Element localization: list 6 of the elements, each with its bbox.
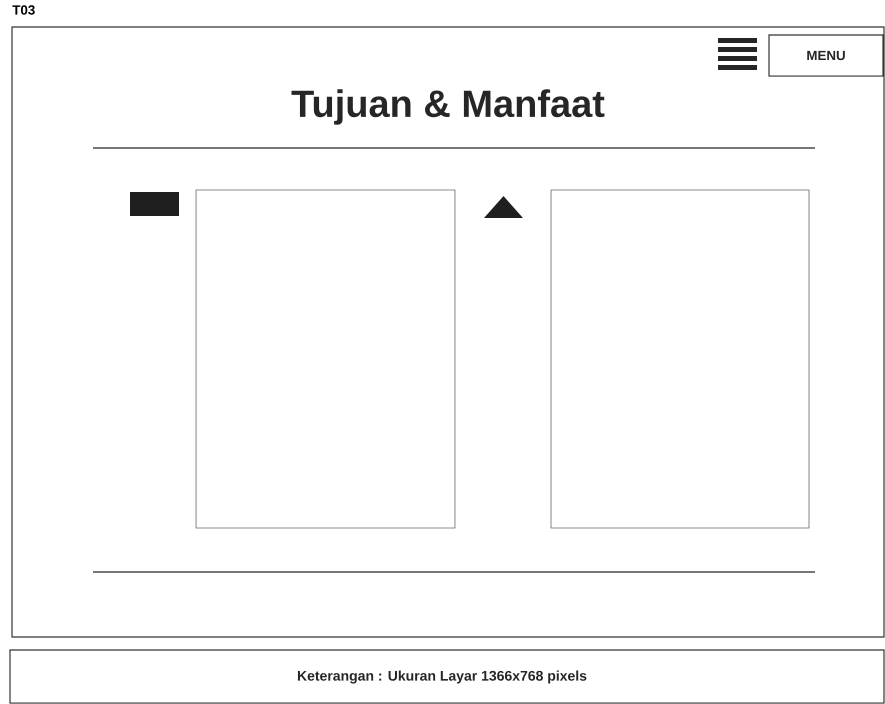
- note-box: Keterangan : Ukuran Layar 1366x768 pixels: [9, 649, 885, 704]
- content-box: [550, 190, 810, 528]
- menu-button: MENU: [768, 34, 884, 77]
- content-box: [196, 190, 456, 528]
- screen-code: T03: [12, 5, 35, 15]
- page-heading: Tujuan & Manfaat: [292, 89, 604, 125]
